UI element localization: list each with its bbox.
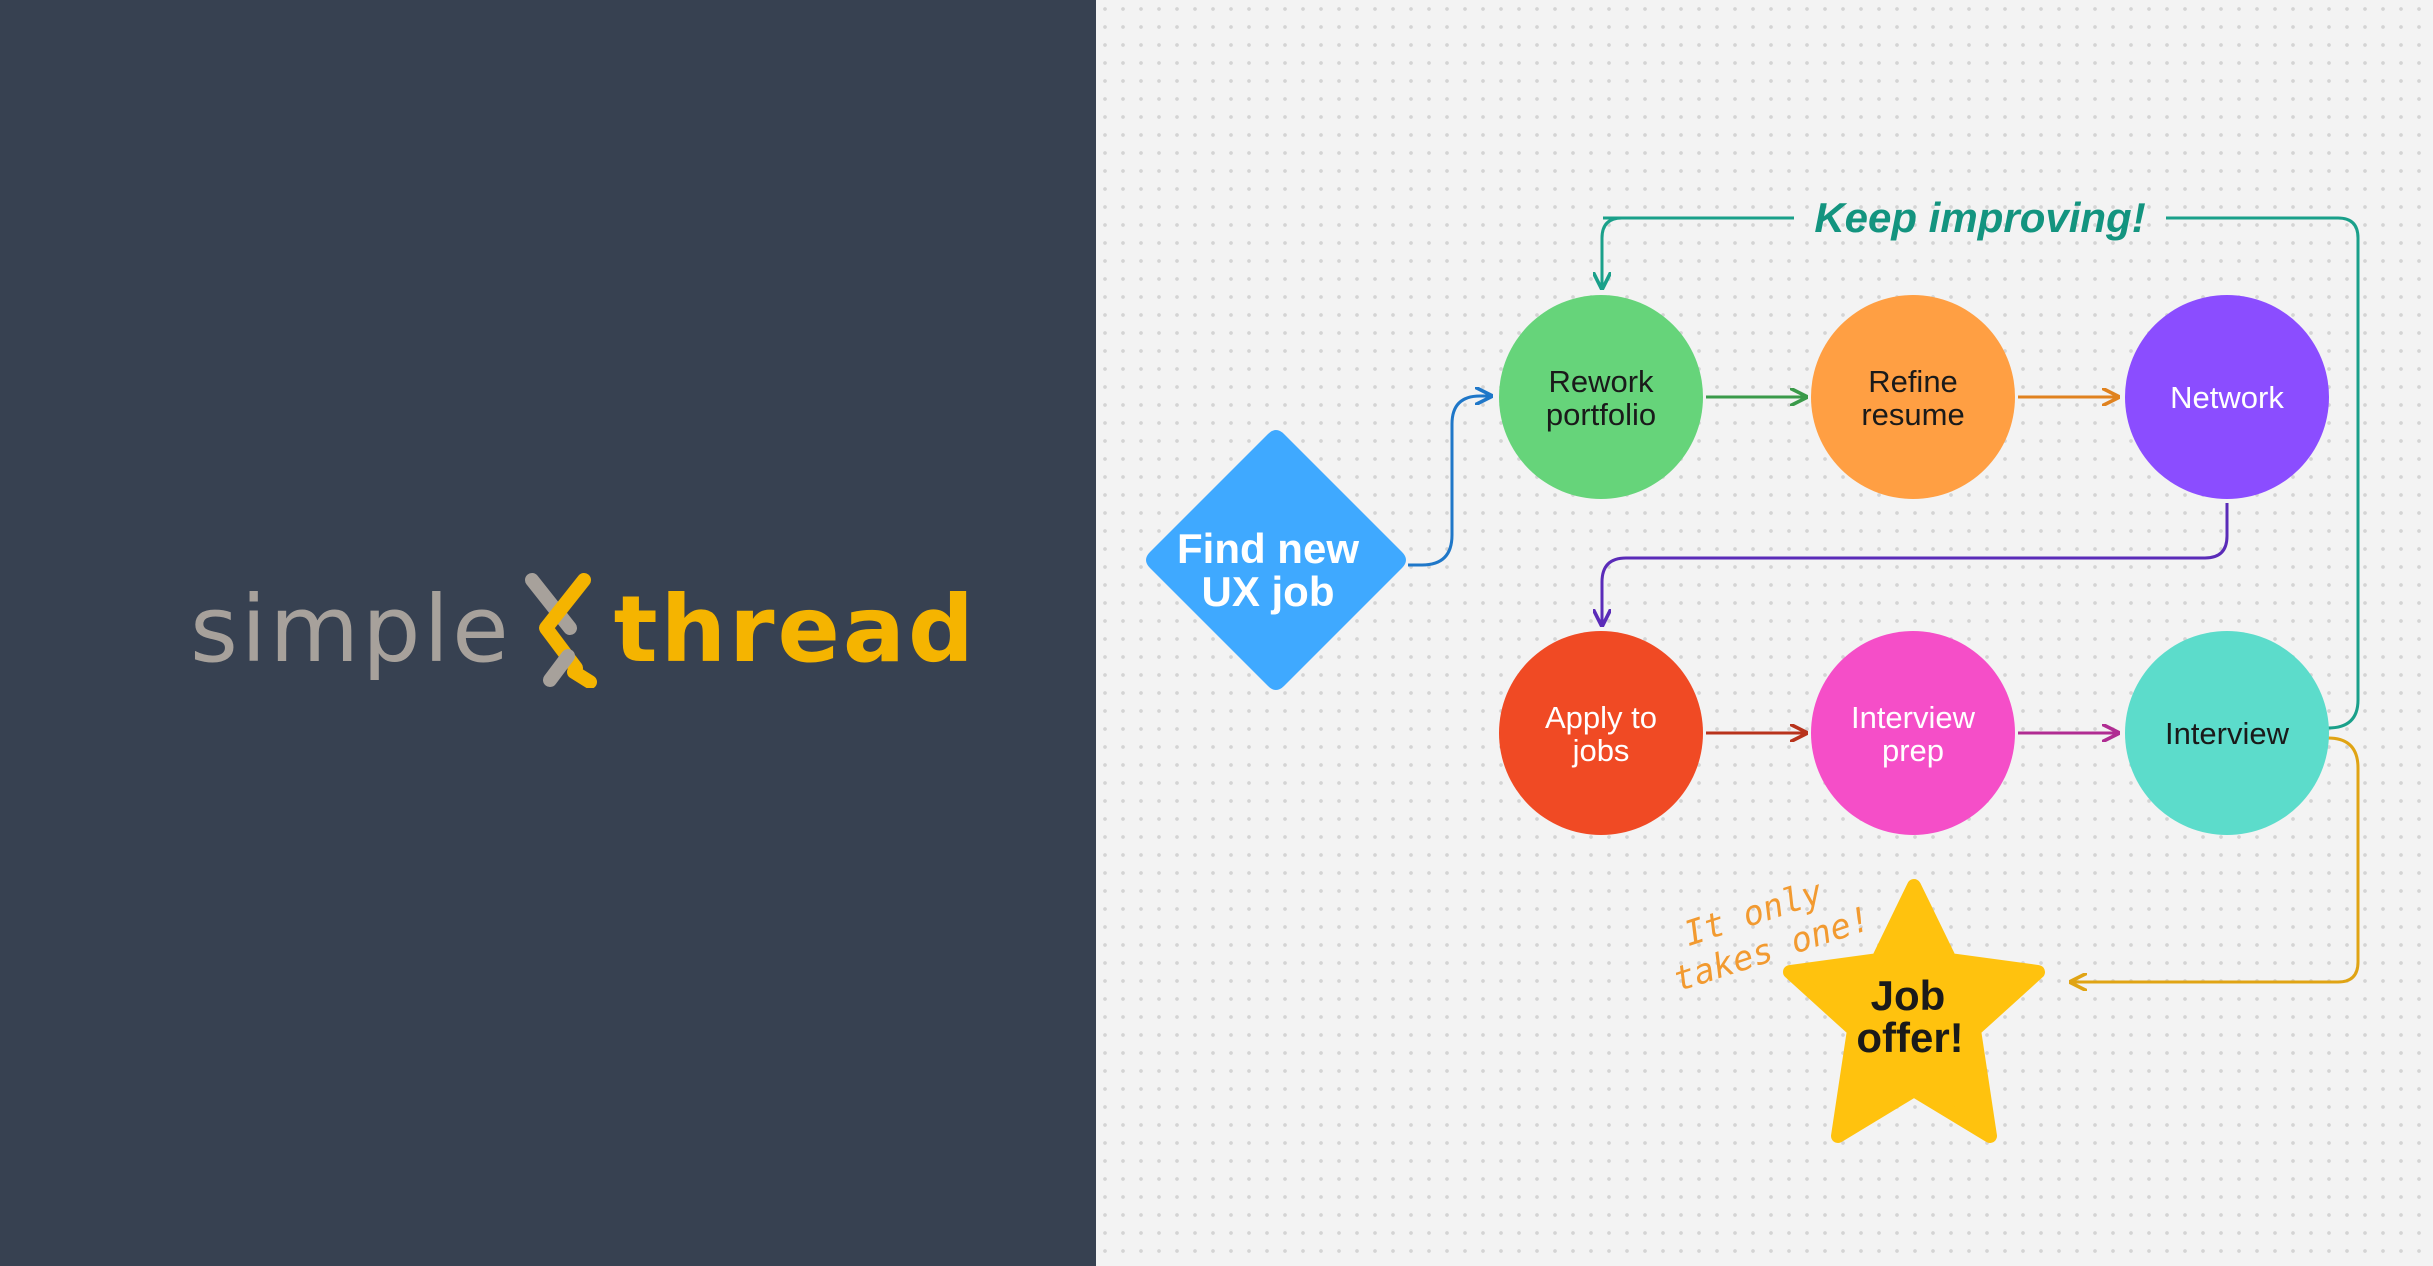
refine-line2: resume [1861,397,1964,432]
node-interview: Interview [2125,631,2329,835]
prep-circle [1811,631,2015,835]
apply-line1: Apply to [1545,700,1657,735]
interview-circle [2125,631,2329,835]
apply-line2: jobs [1572,733,1630,768]
start-diamond [1146,430,1406,690]
simple-thread-logo: simple thread [190,570,977,690]
logo-panel: simple thread [0,0,1096,1266]
logo-word-thread: thread [613,576,977,683]
node-rework-portfolio: Rework portfolio [1499,295,1703,499]
interview-line1: Interview [2165,716,2290,751]
loop-connector-to-rework [1602,216,1794,288]
rework-line1: Rework [1548,364,1654,399]
arrow-start-to-rework [1408,396,1491,567]
refine-line1: Refine [1868,364,1958,399]
node-interview-prep: Interview prep [1811,631,2015,835]
rework-line2: portfolio [1546,397,1656,432]
offer-line2: offer! [1856,1014,1963,1061]
start-line1: Find new [1177,525,1359,572]
node-apply-to-jobs: Apply to jobs [1499,631,1703,835]
start-node: Find new UX job [1146,430,1406,690]
logo-word-simple: simple [190,576,512,683]
apply-circle [1499,631,1703,835]
rework-circle [1499,295,1703,499]
node-refine-resume: Refine resume [1811,295,2015,499]
prep-line2: prep [1882,733,1944,768]
refine-circle [1811,295,2015,499]
star-icon [1783,879,2045,1143]
job-search-flowchart: Keep improving! Find new UX job Rework p… [1146,194,2360,1143]
flowchart-canvas: Keep improving! Find new UX job Rework p… [1096,0,2433,1266]
loop-connector [2166,216,2360,730]
start-line2: UX job [1202,568,1335,615]
end-node: Job offer! [1783,879,2045,1143]
thread-knot-icon [524,573,597,688]
prep-line1: Interview [1851,700,1976,735]
offer-line1: Job [1871,972,1946,1019]
network-line1: Network [2170,380,2284,415]
network-circle [2125,295,2329,499]
keep-improving-label: Keep improving! [1814,194,2145,241]
arrow-interview-to-offer [2071,736,2360,982]
node-network: Network [2125,295,2329,499]
arrow-network-to-apply [1602,503,2229,625]
